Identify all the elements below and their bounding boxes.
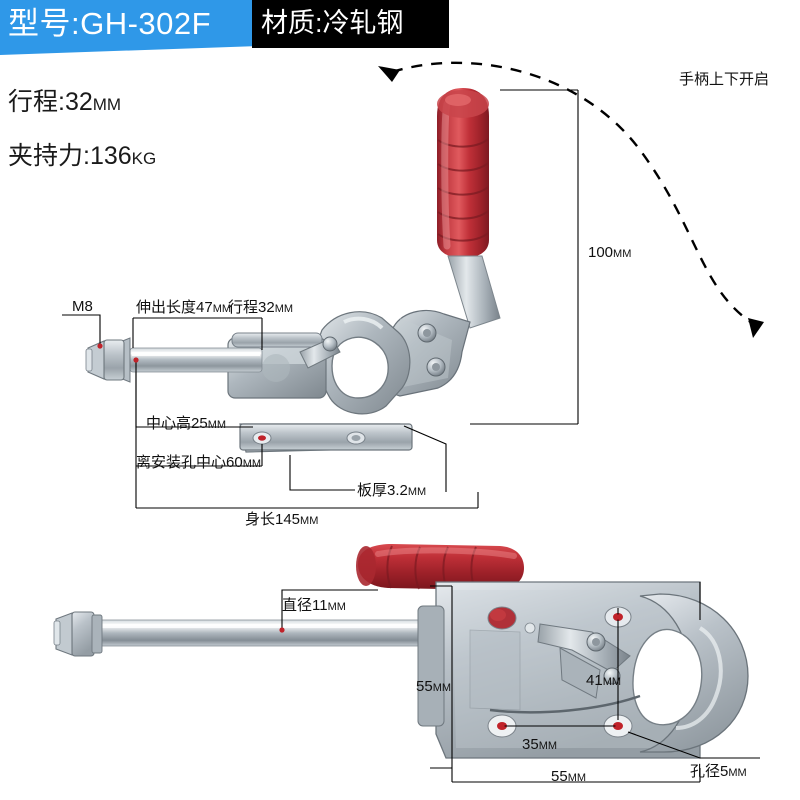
base-plate: [239, 423, 413, 453]
top-product-illustration: [62, 61, 764, 509]
spec-force-value: 夹持力:136: [8, 142, 132, 170]
label-stroke-dim: 行程32MM: [228, 299, 294, 316]
material-banner: 材质:冷轧钢: [252, 0, 449, 48]
top-view-dimension-lines: [62, 89, 579, 509]
spec-clamping-force: 夹持力:136KG: [8, 136, 156, 172]
front-handle-grip: [356, 544, 524, 590]
label-handle-height: 100MM: [588, 244, 632, 261]
arc-arrow-end: [748, 318, 764, 338]
clamp-jaw: [317, 311, 411, 415]
front-product-illustration: [53, 544, 760, 783]
front-clamp-jaw: [632, 593, 749, 753]
pivot-link: [299, 336, 341, 369]
label-hole-spacing-x: 35MM: [522, 736, 558, 753]
label-jaw-opening: 41MM: [586, 672, 622, 689]
header-banners: 型号:GH-302F 材质:冷轧钢: [0, 0, 800, 62]
arc-arrow-start: [378, 66, 400, 82]
front-push-rod: [53, 611, 435, 657]
label-plate-thickness: 板厚3.2MM: [357, 482, 427, 499]
spec-force-unit: KG: [131, 149, 157, 168]
dimension-origin-dots: [97, 343, 265, 441]
front-linkage: [469, 622, 641, 714]
label-front-width: 55MM: [551, 768, 587, 785]
label-hole-center-distance: 离安装孔中心60MM: [136, 454, 262, 471]
spec-stroke-unit: MM: [92, 95, 122, 114]
label-hole-diameter: 孔径5MM: [690, 763, 747, 780]
handle-shank: [447, 255, 501, 329]
label-front-height: 55MM: [416, 678, 452, 695]
front-view-dimension-lines: [281, 582, 760, 783]
model-label: 型号:GH-302F: [8, 6, 212, 41]
spec-stroke-value: 行程:32: [8, 88, 93, 116]
handle-motion-note: 手柄上下开启: [679, 71, 770, 88]
material-label: 材质:冷轧钢: [261, 8, 404, 38]
push-rod: [85, 337, 263, 383]
label-thread-m8: M8: [72, 298, 93, 315]
front-dimension-dots: [279, 614, 621, 729]
label-center-height: 中心高25MM: [146, 415, 227, 432]
model-banner: 型号:GH-302F: [0, 0, 252, 55]
label-body-length: 身长145MM: [245, 511, 319, 528]
handle-grip: [437, 88, 489, 258]
handle-rotation-arc: [391, 61, 756, 327]
label-rod-diameter: 直径11MM: [282, 597, 346, 614]
label-extension-length: 伸出长度47MM: [136, 299, 232, 316]
spec-stroke: 行程:32MM: [8, 82, 121, 118]
